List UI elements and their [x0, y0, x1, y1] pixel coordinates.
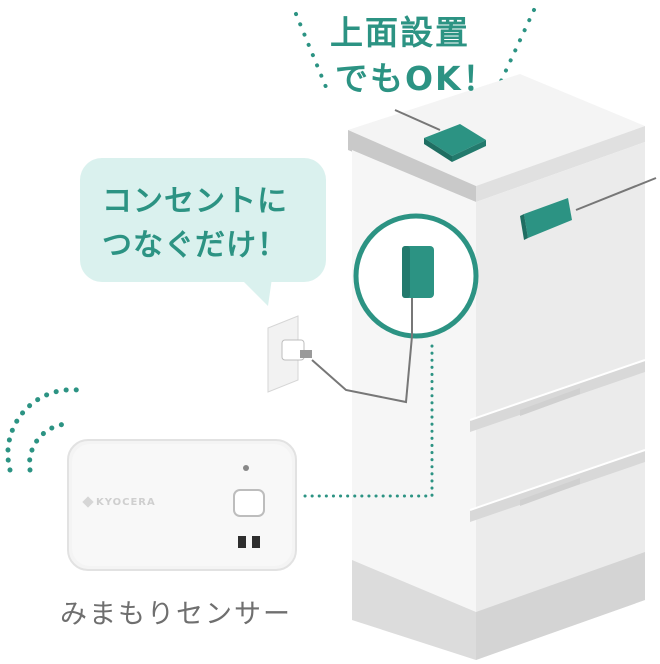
mimamori-sensor	[67, 439, 297, 571]
sensor-name-label: みまもりセンサー	[60, 599, 292, 630]
bubble-text-line1: コンセントに	[102, 184, 288, 219]
signal-lines-top	[294, 8, 536, 94]
sensor-brand-label: KYOCERA	[96, 497, 156, 508]
device-on-top	[394, 109, 486, 162]
bubble-text-line2: つなぐだけ！	[102, 228, 288, 263]
cabinet	[348, 74, 646, 660]
headline-line2: でもOK！	[335, 59, 498, 98]
zoom-circle	[353, 213, 479, 339]
signal-link-dotted	[300, 344, 434, 498]
headline-line1: 上面設置	[330, 13, 470, 52]
wall-outlet	[267, 315, 312, 393]
device-on-front	[520, 177, 657, 240]
wireless-signal-icon	[5, 387, 81, 473]
power-cable	[311, 335, 413, 404]
speech-bubble	[80, 158, 326, 306]
